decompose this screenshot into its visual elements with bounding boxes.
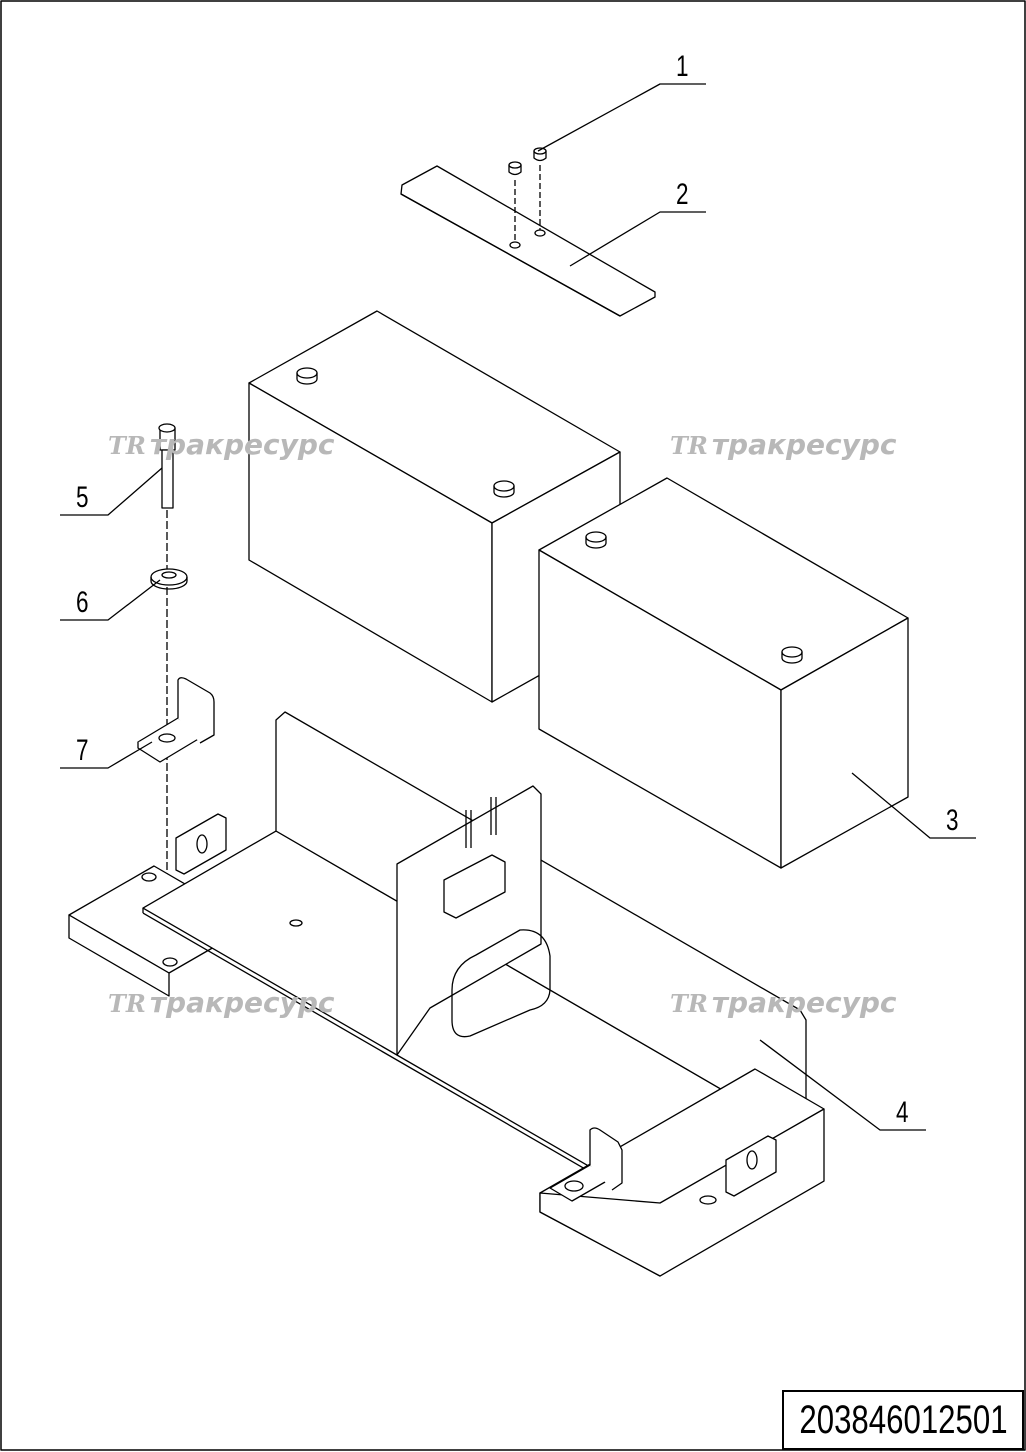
document-number: 203846012501 xyxy=(798,1397,1008,1442)
leader-lines xyxy=(60,83,976,1131)
battery-tray xyxy=(68,711,825,1277)
battery-front xyxy=(538,477,909,869)
nut xyxy=(508,147,547,176)
callout-6: 6 xyxy=(76,586,89,619)
callout-5: 5 xyxy=(76,481,89,514)
hold-down-strap xyxy=(400,165,656,317)
callout-3: 3 xyxy=(946,804,959,837)
callout-4: 4 xyxy=(896,1096,909,1129)
callout-2: 2 xyxy=(676,178,689,211)
document-number-box: 203846012501 xyxy=(782,1390,1024,1450)
callout-7: 7 xyxy=(76,734,89,767)
washer xyxy=(150,568,188,590)
callout-1: 1 xyxy=(676,50,689,83)
mounting-bracket xyxy=(137,677,215,763)
